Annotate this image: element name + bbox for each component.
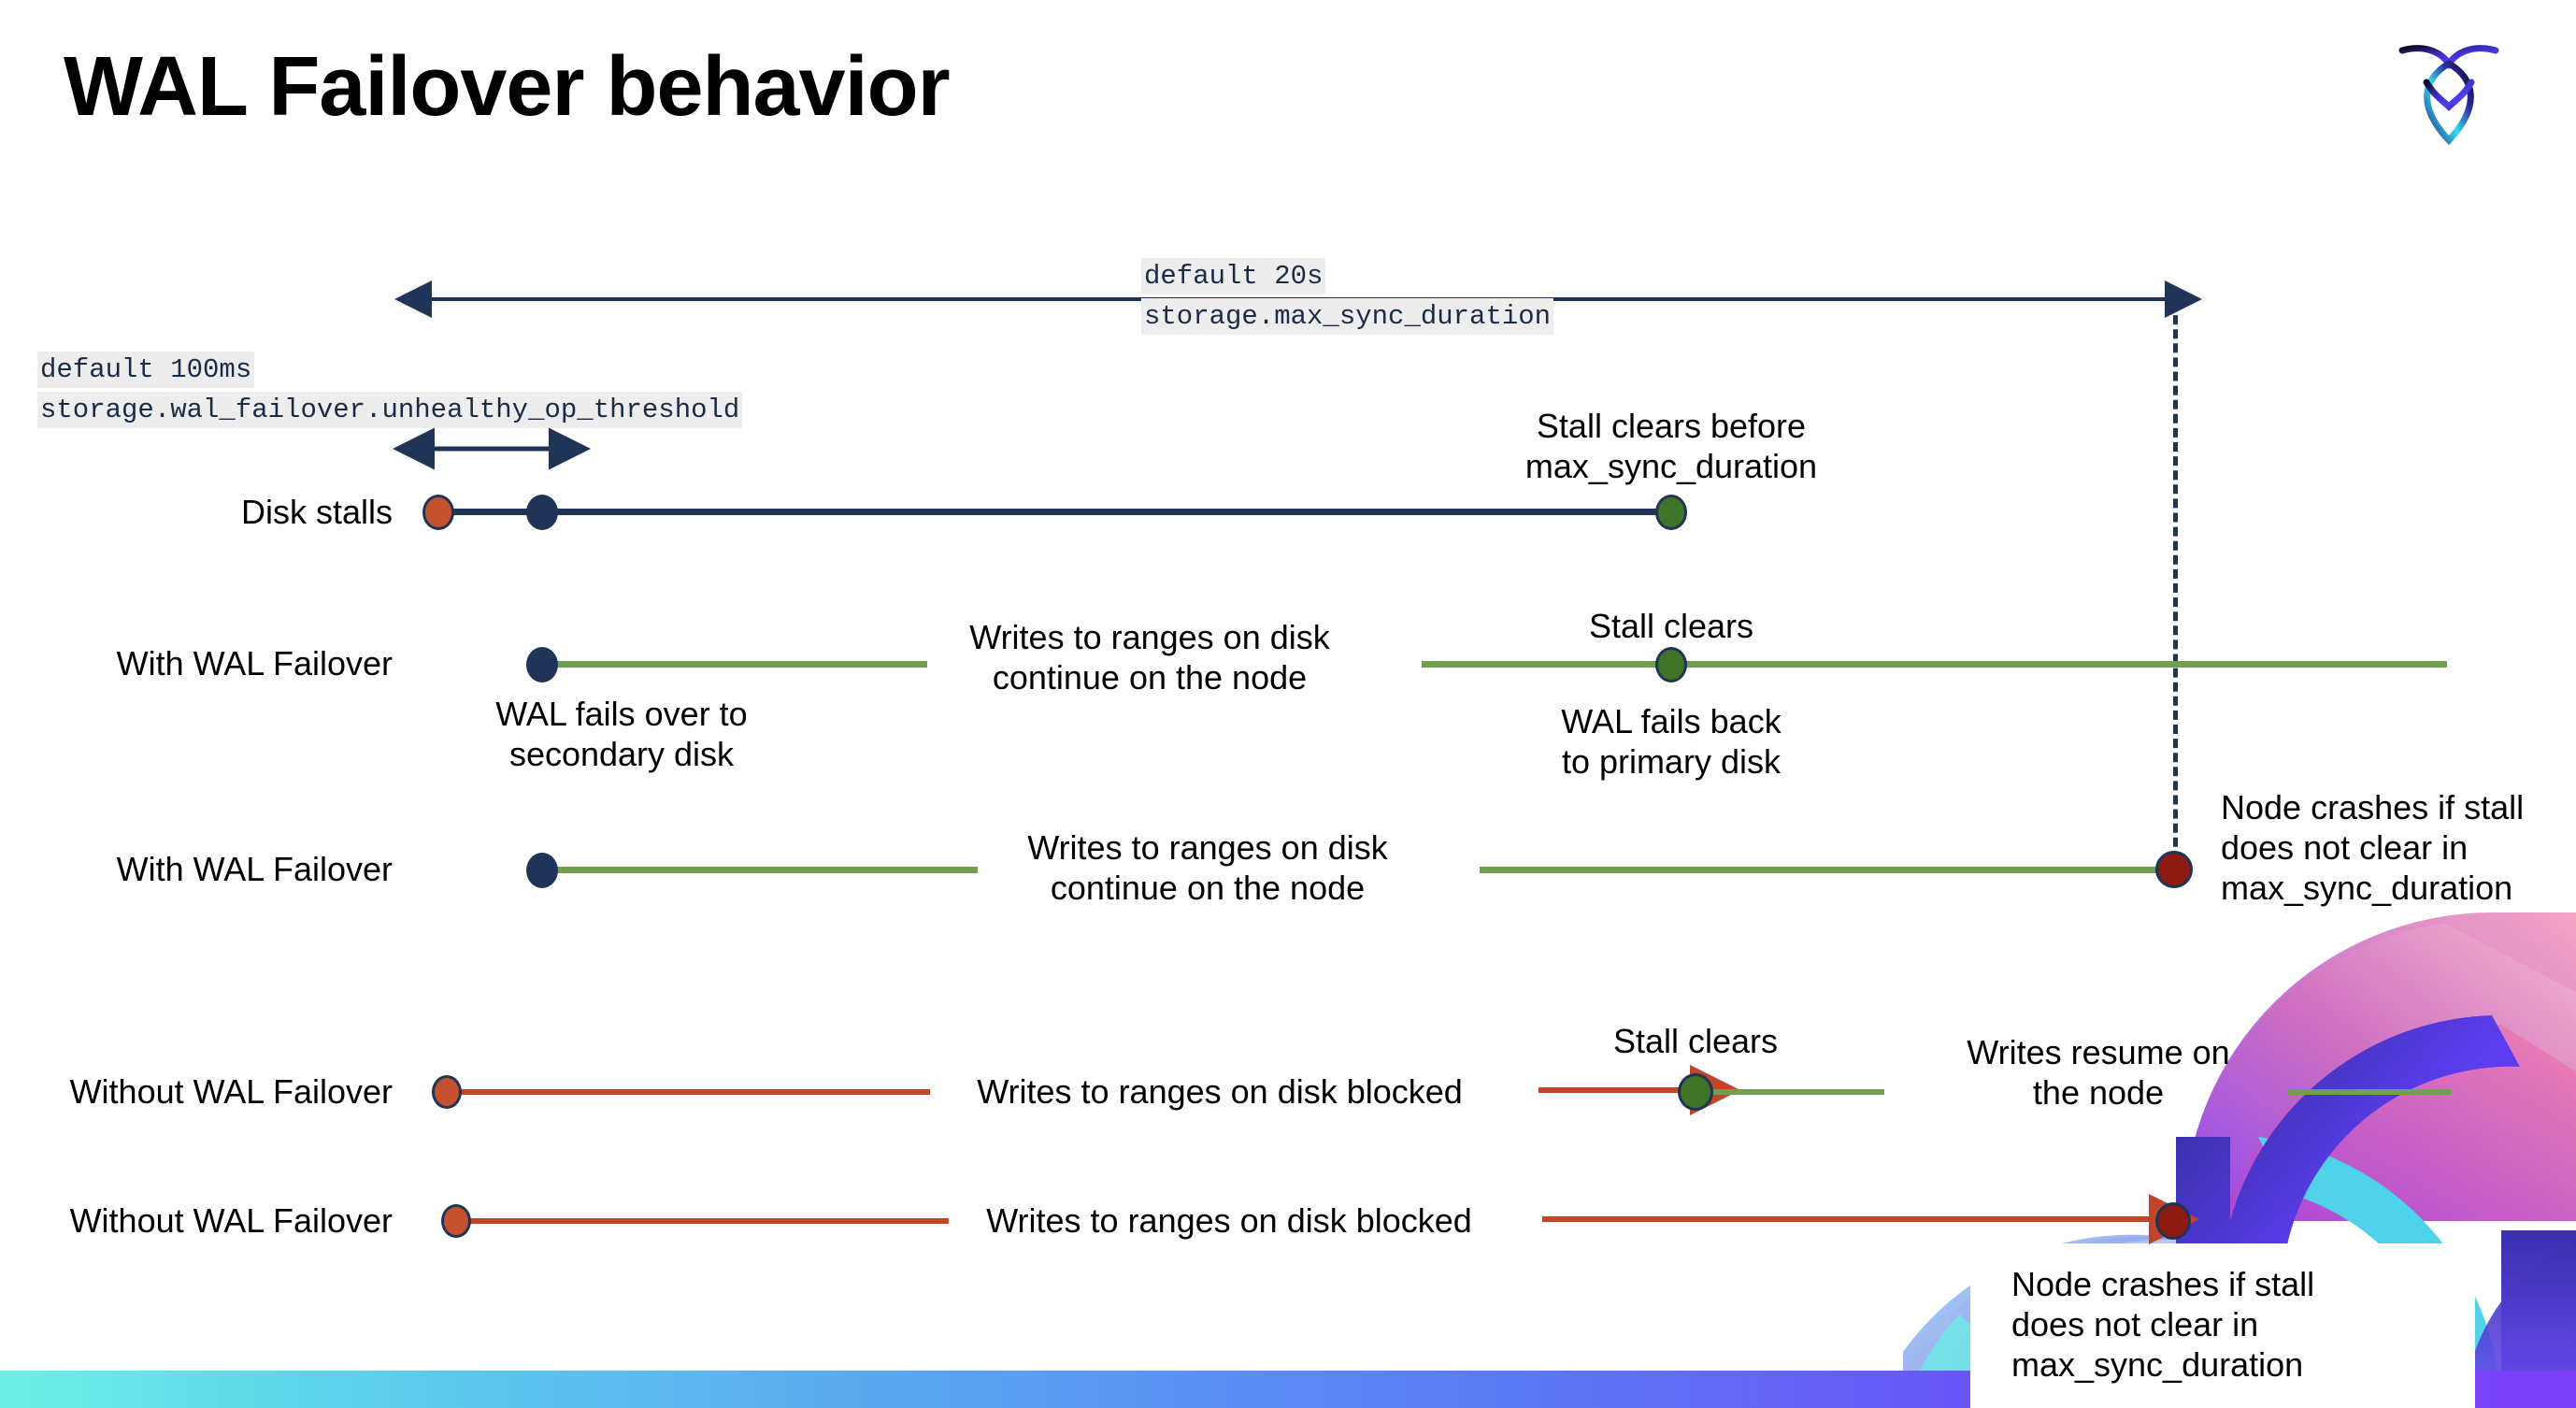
unhealthy-threshold-span-arrow [393,427,591,470]
stall-clears-dot-row2 [1655,647,1687,682]
node-crash-dot-row5 [2155,1202,2191,1240]
blocked-arrow-row4 [1538,1065,1740,1115]
disk-stall-timeline [437,509,1671,515]
failover-dot-row3 [526,853,558,888]
annotation-writes-resume-row4: Writes resume on the node [1967,1033,2230,1113]
annotation-writes-blocked-row4: Writes to ranges on disk blocked [977,1072,1463,1111]
stall-clears-dot-row1 [1655,495,1687,530]
annotation-wal-fails-back: WAL fails back to primary disk [1561,702,1782,782]
annotation-stall-clears-row2: Stall clears [1588,607,1754,645]
annotation-node-crashes-row5: Node crashes if stall does not clear in … [2011,1265,2315,1385]
max-sync-setting-chip: storage.max_sync_duration [1141,298,1554,336]
failover-segment-row2-left [538,661,927,668]
annotation-writes-continue-row2: Writes to ranges on disk continue on the… [969,618,1330,697]
max-sync-duration-dashed-line [2173,301,2178,875]
annotation-node-crashes-row3: Node crashes if stall does not clear in … [2221,788,2525,908]
node-crash-dot-row3 [2155,851,2193,888]
row-label-with-wal-failover-2: With WAL Failover [116,850,393,888]
row-label-without-wal-failover-1: Without WAL Failover [69,1072,393,1111]
failover-dot-row2 [526,647,558,682]
crash-callout-panel [1970,1243,2475,1408]
failover-dot-row1 [526,495,558,530]
blocked-arrow-row5 [1542,1194,2199,1244]
resume-segment-row4-right [2288,1089,2452,1095]
annotation-writes-blocked-row5: Writes to ranges on disk blocked [986,1201,1472,1240]
unhealthy-default-chip: default 100ms [37,352,255,389]
failover-segment-row3-left [538,867,978,873]
row-label-without-wal-failover-2: Without WAL Failover [69,1201,393,1240]
annotation-wal-fails-over: WAL fails over to secondary disk [495,695,748,774]
blocked-segment-row4-left [449,1089,930,1095]
stall-start-dot-row4 [432,1075,462,1109]
row-label-with-wal-failover-1: With WAL Failover [116,644,393,682]
page-title: WAL Failover behavior [64,40,951,134]
unhealthy-setting-chip: storage.wal_failover.unhealthy_op_thresh… [37,392,743,429]
annotation-stall-clears-row4: Stall clears [1612,1022,1779,1060]
failover-segment-row2-right [1422,661,2447,668]
annotation-writes-continue-row3: Writes to ranges on disk continue on the… [1027,828,1388,908]
stall-start-dot-row5 [441,1204,471,1238]
stall-clears-dot-row4 [1678,1073,1713,1111]
annotation-stall-clears-before: Stall clears before max_sync_duration [1524,407,1818,486]
row-label-disk-stalls: Disk stalls [240,493,393,531]
resume-segment-row4-mid [1710,1089,1884,1095]
stall-start-dot-row1 [422,495,454,530]
blocked-segment-row5-left [458,1218,949,1224]
max-sync-default-chip: default 20s [1141,258,1326,295]
cockroachdb-logo-icon [2395,30,2503,151]
failover-segment-row3-right [1480,867,2171,873]
